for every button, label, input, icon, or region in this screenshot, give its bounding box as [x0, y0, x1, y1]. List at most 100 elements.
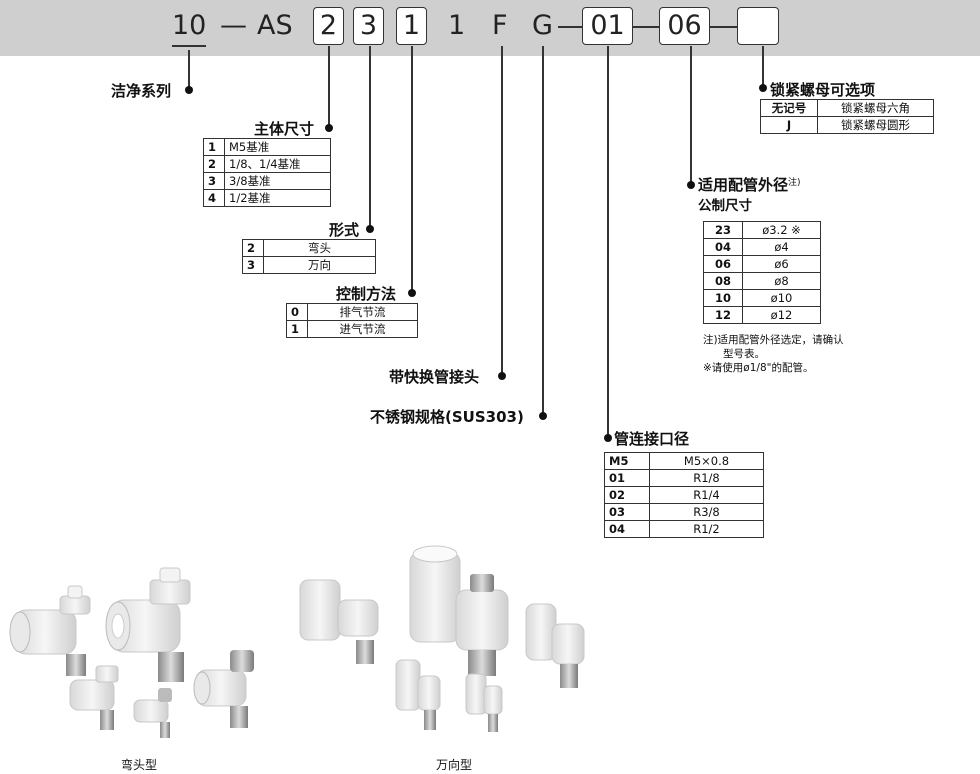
code-plain-f: F	[492, 10, 508, 41]
label-control: 控制方法	[336, 285, 397, 303]
model-code-bar	[0, 0, 980, 56]
cell-code: 06	[703, 255, 743, 273]
elbow-fitting-medium	[9, 585, 91, 676]
label-metric: 公制尺寸	[698, 198, 752, 214]
code-dash-1: —	[220, 10, 247, 41]
code-box-control: 1	[396, 7, 427, 45]
label-one-touch: 带快换管接头	[389, 368, 480, 386]
leader-tube	[690, 46, 692, 185]
code-box-tube: 06	[659, 7, 710, 45]
code-plain-g: G	[532, 10, 553, 41]
cell-value: ø4	[742, 238, 821, 256]
cell-code: 3	[203, 172, 225, 190]
leader-control	[411, 46, 413, 294]
label-stainless: 不锈钢规格(SUS303)	[370, 408, 524, 426]
cell-code: 10	[703, 289, 743, 307]
universal-fitting-small-2	[465, 673, 503, 732]
label-port: 管连接口径	[614, 430, 690, 448]
cell-value: ø12	[742, 306, 821, 324]
caption-universal: 万向型	[436, 758, 473, 772]
cell-code: 02	[604, 486, 650, 504]
dot-control	[408, 289, 416, 297]
cell-value: R1/4	[649, 486, 764, 504]
product-photo	[9, 545, 585, 738]
leader-clean-series	[188, 50, 190, 92]
cell-code: 08	[703, 272, 743, 290]
cell-code: 4	[203, 189, 225, 207]
cell-code: 04	[604, 520, 650, 538]
cell-code: 1	[203, 138, 225, 156]
dot-clean-series	[185, 86, 193, 94]
label-tube-od-note: 注)	[788, 178, 801, 188]
dot-stainless	[539, 412, 547, 420]
cell-code: 2	[242, 239, 264, 257]
code-prefix: 10	[172, 10, 207, 41]
cell-value: ø3.2 ※	[742, 221, 821, 239]
cell-code: 23	[703, 221, 743, 239]
cell-value: M5基准	[224, 138, 331, 156]
code-connector-2	[633, 26, 659, 28]
cell-value: 排气节流	[307, 303, 418, 321]
label-nut-option: 锁紧螺母可选项	[770, 81, 876, 99]
elbow-fitting-small-2	[133, 688, 172, 738]
code-connector-3	[710, 26, 737, 28]
cell-value: 1/2基准	[224, 189, 331, 207]
dot-body-size	[325, 124, 333, 132]
dot-port	[604, 434, 612, 442]
cell-code: 无记号	[760, 99, 818, 117]
code-box-port: 01	[582, 7, 633, 45]
leader-stainless	[542, 46, 544, 417]
note-line-1: 注)适用配管外径选定，请确认	[703, 334, 844, 346]
cell-code: 03	[604, 503, 650, 521]
label-type: 形式	[329, 221, 360, 239]
dot-type	[366, 225, 374, 233]
dot-nut	[759, 84, 767, 92]
code-series: AS	[257, 10, 293, 41]
elbow-fitting-medium-2	[193, 650, 254, 728]
cell-value: 进气节流	[307, 320, 418, 338]
label-body-size: 主体尺寸	[254, 120, 315, 138]
cell-value: R3/8	[649, 503, 764, 521]
cell-code: 3	[242, 256, 264, 274]
note-line-3: ※请使用ø1/8"的配管。	[703, 362, 814, 374]
dot-tube	[687, 181, 695, 189]
cell-code: J	[760, 116, 818, 134]
cell-code: 12	[703, 306, 743, 324]
cell-value: ø6	[742, 255, 821, 273]
cell-value: 锁紧螺母六角	[817, 99, 934, 117]
cell-value: R1/2	[649, 520, 764, 538]
universal-fitting-small-1	[395, 659, 441, 730]
cell-value: 弯头	[263, 239, 376, 257]
prefix-underline	[172, 45, 206, 47]
cell-value: 1/8、1/4基准	[224, 155, 331, 173]
code-box-type: 3	[353, 7, 384, 45]
cell-value: ø10	[742, 289, 821, 307]
cell-code: M5	[604, 452, 650, 470]
cell-code: 0	[286, 303, 308, 321]
label-clean-series: 洁净系列	[111, 82, 172, 100]
cell-code: 1	[286, 320, 308, 338]
cell-value: R1/8	[649, 469, 764, 487]
cell-value: ø8	[742, 272, 821, 290]
leader-type	[369, 46, 371, 230]
code-connector-1	[558, 26, 582, 28]
leader-one-touch	[501, 46, 503, 377]
